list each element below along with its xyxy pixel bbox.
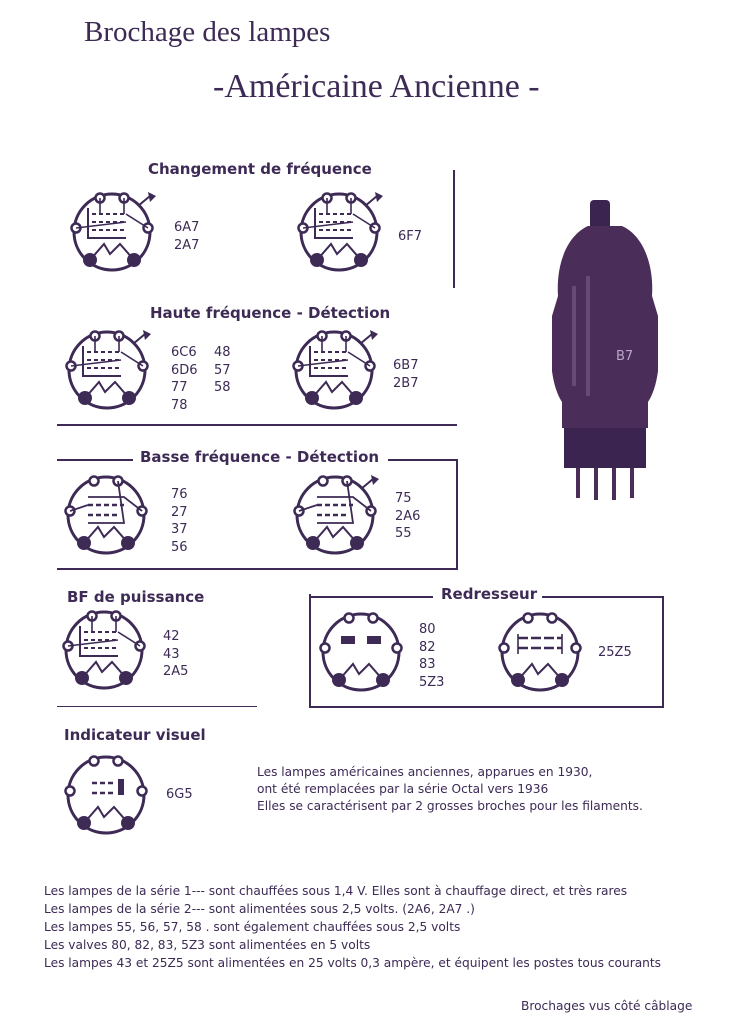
frame-line-redresseur-top-right xyxy=(542,596,664,598)
diagram-25z5 xyxy=(498,612,582,692)
page-title: Brochage des lampes xyxy=(84,16,331,48)
frame-line-basse-right xyxy=(388,459,458,461)
tube-label-25z5: 25Z5 xyxy=(598,645,632,660)
note-line-5: Les lampes 43 et 25Z5 sont alimentées en… xyxy=(44,956,662,970)
frame-line-basse-left xyxy=(57,459,133,461)
diagram-42 xyxy=(62,610,146,690)
section-redresseur: Redresseur xyxy=(441,585,538,603)
frame-line-haute-bottom xyxy=(57,424,457,426)
frame-line-redresseur-top-left xyxy=(309,596,433,598)
footer-caption: Brochages vus côté câblage xyxy=(521,999,693,1013)
tube-photo-label: B7 xyxy=(616,349,633,364)
diagram-6f7 xyxy=(297,191,384,272)
tube-label-6c6: 6C6 6D6 77 78 xyxy=(171,345,198,413)
tube-label-75: 75 2A6 55 xyxy=(395,491,421,541)
diagram-76 xyxy=(64,475,148,555)
tube-label-48: 48 57 58 xyxy=(214,345,231,395)
tube-label-42: 42 43 2A5 xyxy=(163,629,189,679)
tube-label-6a7: 6A7 2A7 xyxy=(174,220,200,253)
diagram-6a7 xyxy=(70,191,157,272)
frame-line-bf-bottom xyxy=(57,706,257,707)
section-changement-frequence: Changement de fréquence xyxy=(148,160,372,178)
tube-label-6g5: 6G5 xyxy=(166,787,193,802)
note-line-3: Les lampes 55, 56, 57, 58 . sont égaleme… xyxy=(44,920,461,934)
section-basse-frequence: Basse fréquence - Détection xyxy=(140,448,380,466)
frame-line-redresseur-left xyxy=(309,594,311,708)
vacuum-tube-image: B7 xyxy=(552,200,658,500)
diagram-6b7 xyxy=(292,329,379,410)
diagram-6c6 xyxy=(65,329,152,410)
note-line-4: Les valves 80, 82, 83, 5Z3 sont alimenté… xyxy=(44,938,371,952)
history-line-2: ont été remplacées par la série Octal ve… xyxy=(257,782,549,796)
frame-line-redresseur-bottom xyxy=(309,706,664,708)
history-line-3: Elles se caractérisent par 2 grosses bro… xyxy=(257,799,643,813)
diagram-6g5 xyxy=(64,755,148,835)
note-line-2: Les lampes de la série 2--- sont aliment… xyxy=(44,902,475,916)
section-indicateur-visuel: Indicateur visuel xyxy=(64,726,206,744)
page-subtitle: -Américaine Ancienne - xyxy=(213,68,540,105)
frame-line-top-right xyxy=(453,170,455,288)
frame-line-basse-bottom xyxy=(57,568,458,570)
diagram-75 xyxy=(293,474,380,555)
section-bf-puissance: BF de puissance xyxy=(67,588,205,606)
tube-label-6f7: 6F7 xyxy=(398,229,423,244)
tube-label-6b7: 6B7 2B7 xyxy=(393,358,419,391)
tube-label-76: 76 27 37 56 xyxy=(171,487,188,555)
frame-line-redresseur-right xyxy=(662,596,664,708)
note-line-1: Les lampes de la série 1--- sont chauffé… xyxy=(44,884,628,898)
frame-line-basse-vertical xyxy=(456,459,458,569)
history-line-1: Les lampes américaines anciennes, apparu… xyxy=(257,765,593,779)
diagram-80 xyxy=(319,612,403,692)
section-haute-frequence: Haute fréquence - Détection xyxy=(150,304,391,322)
tube-label-80: 80 82 83 5Z3 xyxy=(419,622,445,690)
